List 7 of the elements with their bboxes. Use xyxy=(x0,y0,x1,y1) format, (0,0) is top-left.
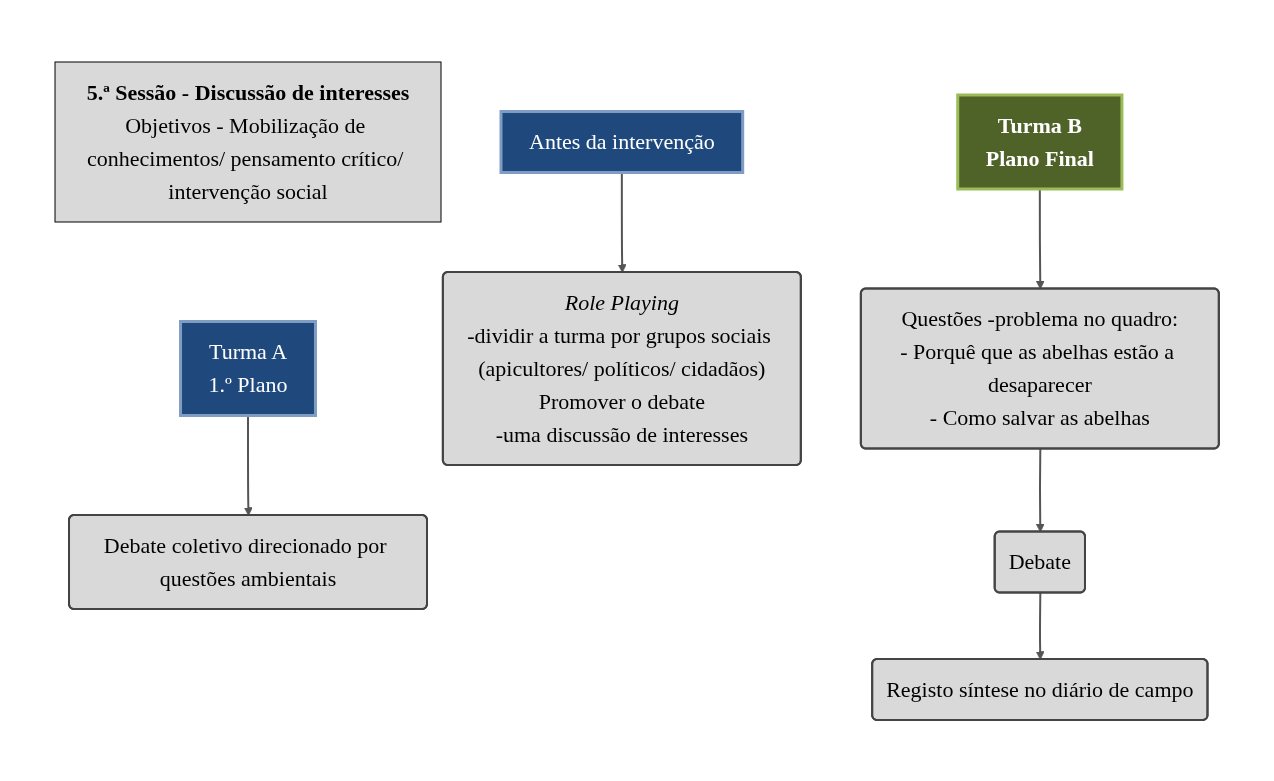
arrow xyxy=(1035,591,1045,660)
node-box: 5.ª Sessão - Discussão de interesses Objetivos - Mobilização de conhecimentos/ pensamento crítico/ intervenção social xyxy=(54,61,442,222)
node-box: Turma A 1.º Plano xyxy=(179,319,318,417)
node-box: Turma B Plano Final xyxy=(956,93,1124,190)
node-box: Antes da intervenção xyxy=(499,109,745,174)
arrow xyxy=(1035,447,1045,532)
arrow xyxy=(244,414,253,516)
